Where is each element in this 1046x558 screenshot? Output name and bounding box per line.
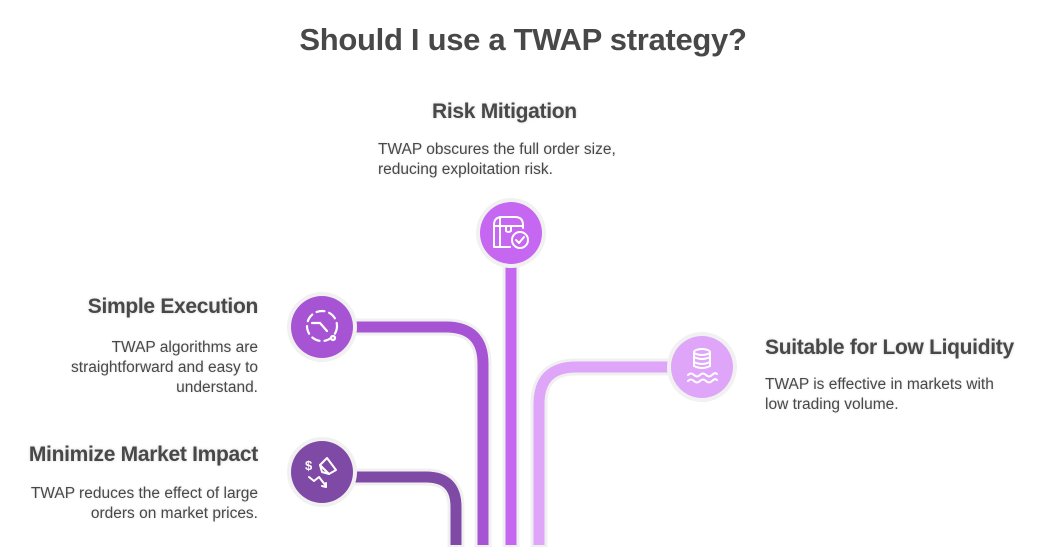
description-line: reducing exploitation risk. xyxy=(378,161,553,178)
description-line: TWAP obscures the full order size, xyxy=(378,141,616,158)
connector-low-liquidity xyxy=(533,361,674,545)
description-risk-mitigation: TWAP obscures the full order size, reduc… xyxy=(378,140,616,180)
svg-text:$: $ xyxy=(305,458,313,473)
node-minimize-market-impact: $ xyxy=(287,437,357,507)
description-simple-execution: TWAP algorithms are straightforward and … xyxy=(71,338,258,398)
description-line: orders on market prices. xyxy=(90,505,258,522)
description-line: TWAP reduces the effect of large xyxy=(30,485,258,502)
description-line: TWAP is effective in markets with xyxy=(765,376,994,393)
heading-risk-mitigation: Risk Mitigation xyxy=(432,100,577,123)
description-line: straightforward and easy to xyxy=(71,359,258,376)
dollar-megaphone-downtrend-icon: $ xyxy=(305,457,337,488)
description-line: low trading volume. xyxy=(765,396,899,413)
description-line: TWAP algorithms are xyxy=(111,339,258,356)
connector-simple-execution xyxy=(350,321,489,545)
page-title: Should I use a TWAP strategy? xyxy=(299,22,747,57)
node-simple-execution xyxy=(287,292,357,362)
treasure-chest-check-icon xyxy=(493,216,529,249)
description-line: understand. xyxy=(176,379,258,396)
heading-minimize-market-impact: Minimize Market Impact xyxy=(28,443,258,466)
connector-minimize-market-impact xyxy=(350,471,462,545)
node-risk-mitigation xyxy=(476,198,546,268)
dashed-clock-icon xyxy=(305,309,339,343)
coin-stack-water-icon xyxy=(687,348,718,384)
node-low-liquidity xyxy=(667,332,737,402)
heading-simple-execution: Simple Execution xyxy=(87,295,259,318)
description-minimize-market-impact: TWAP reduces the effect of large orders … xyxy=(31,484,258,524)
heading-low-liquidity: Suitable for Low Liquidity xyxy=(765,336,1014,359)
description-low-liquidity: TWAP is effective in markets with low tr… xyxy=(765,375,994,415)
